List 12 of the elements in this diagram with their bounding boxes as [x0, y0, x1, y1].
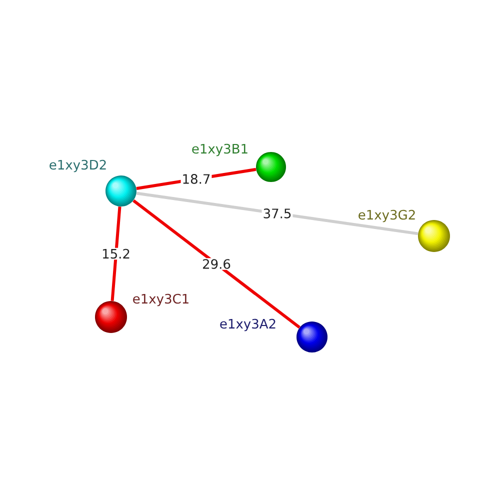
distance-label: 29.6 [201, 258, 232, 270]
distance-label: 18.7 [180, 173, 212, 185]
distance-label: 37.5 [262, 208, 293, 220]
distance-line [136, 192, 418, 236]
distance-line [132, 199, 300, 329]
distance-line [110, 206, 122, 301]
sphere-label: e1xy3A2 [220, 318, 276, 332]
sphere-label: e1xy3B1 [192, 144, 248, 156]
sphere-label: e1xy3D2 [50, 160, 106, 172]
sphere-label: e1xy3C1 [133, 294, 188, 306]
sphere-label: e1xy3G2 [358, 210, 415, 222]
distance-label: 15.2 [100, 248, 132, 260]
